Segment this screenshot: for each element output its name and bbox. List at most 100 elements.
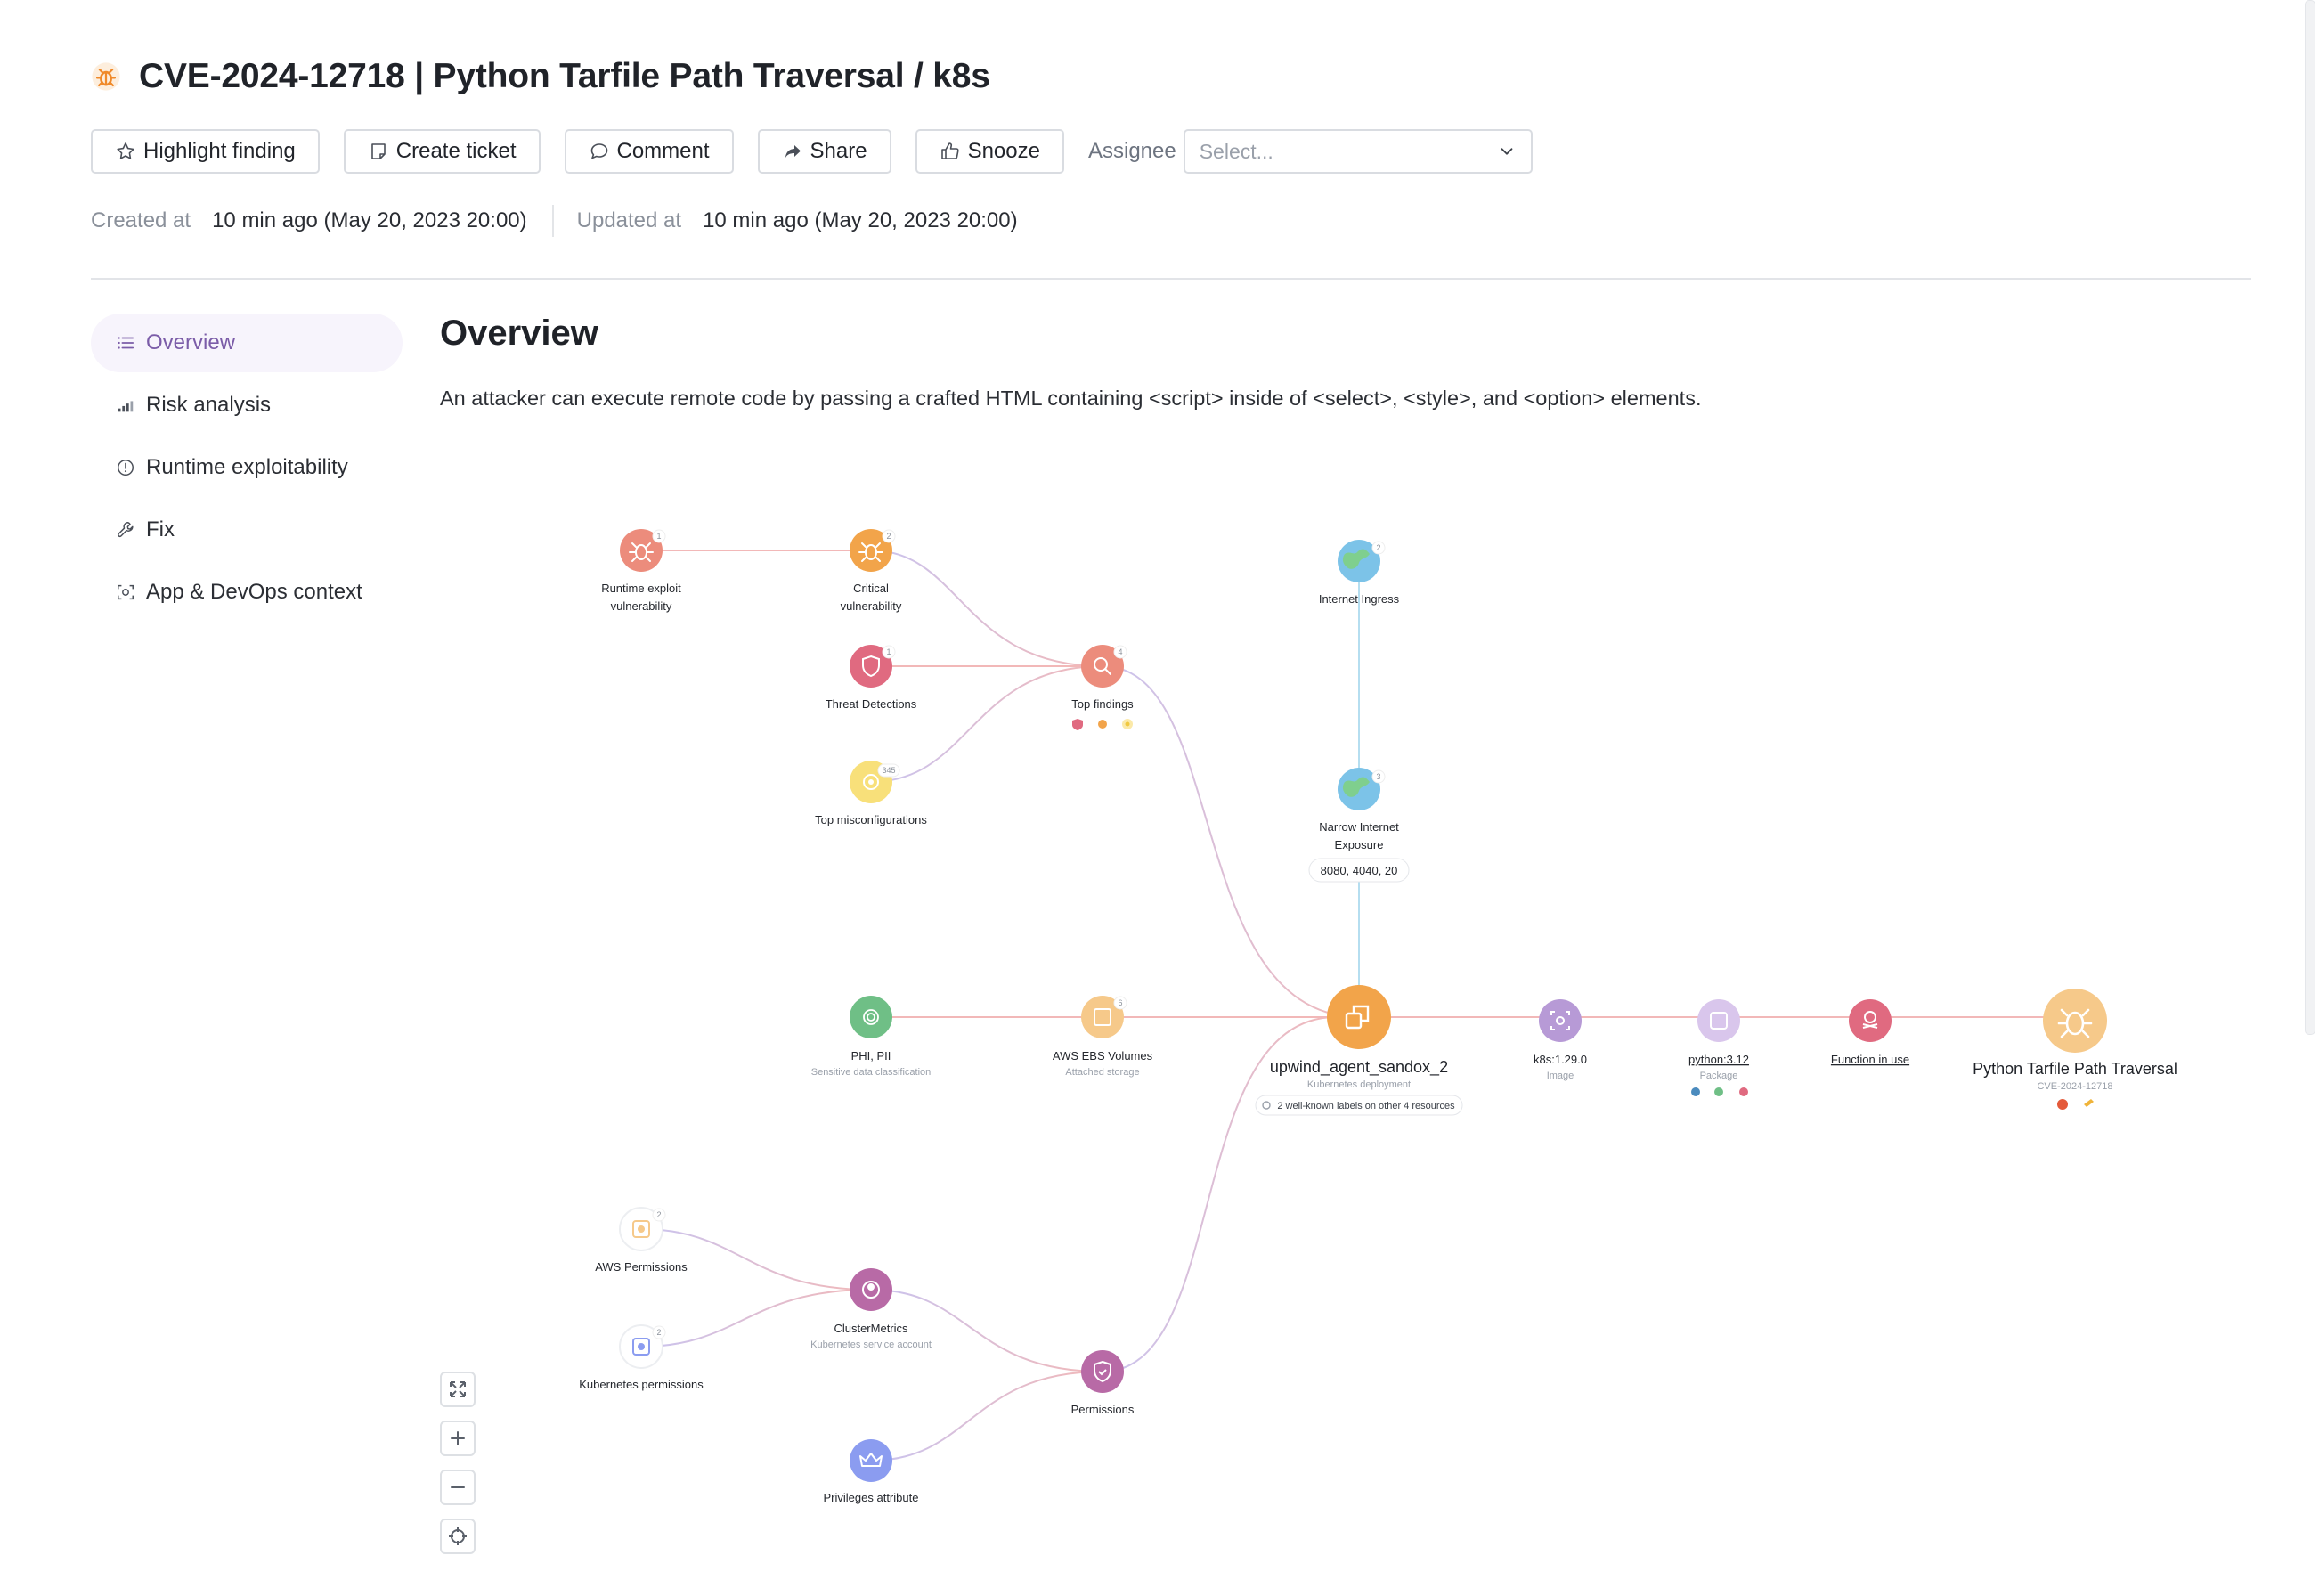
node-sublabel: Kubernetes service account: [810, 1340, 932, 1350]
edge-awsperm-cluster: [640, 1228, 872, 1291]
header-divider: [91, 278, 2251, 280]
title-row: CVE-2024-12718 | Python Tarfile Path Tra…: [91, 50, 990, 103]
nav-item-app-devops-context[interactable]: App & DevOps context: [91, 563, 403, 622]
node-internet-ingress[interactable]: 2 Internet Ingress: [1319, 540, 1400, 606]
node-sublabel: Kubernetes deployment: [1307, 1079, 1411, 1090]
node-sublabel: Attached storage: [1065, 1067, 1139, 1078]
node-sublabel: CVE-2024-12718: [2037, 1081, 2112, 1092]
nav-item-risk-analysis[interactable]: Risk analysis: [91, 376, 403, 435]
zoom-out-button[interactable]: [440, 1470, 476, 1505]
node-label: Python Tarfile Path Traversal: [1973, 1060, 2177, 1078]
fingerprint-icon: [863, 1009, 879, 1025]
plus-icon: [451, 1431, 465, 1445]
snooze-button[interactable]: Snooze: [915, 129, 1064, 174]
node-function-in-use[interactable]: Function in use: [1831, 999, 1909, 1066]
node-critical-vulnerability[interactable]: 2 Critical vulnerability: [841, 529, 902, 613]
thumbs-up-icon: [940, 142, 959, 159]
zoom-in-button[interactable]: [440, 1421, 476, 1456]
node-label-line2: Exposure: [1335, 838, 1384, 851]
bug-icon: [858, 542, 883, 562]
node-sublabel: Sensitive data classification: [811, 1067, 932, 1078]
edge-priv-perms: [870, 1371, 1103, 1462]
fit-view-icon: [450, 1381, 466, 1397]
node-cluster-metrics[interactable]: ClusterMetrics Kubernetes service accoun…: [810, 1268, 932, 1350]
assignee-placeholder: Select...: [1199, 139, 1273, 163]
crosshair-icon: [449, 1527, 467, 1545]
highlight-finding-button[interactable]: Highlight finding: [91, 129, 320, 174]
create-ticket-button[interactable]: Create ticket: [343, 129, 541, 174]
shield-check-icon: [1094, 1360, 1111, 1383]
node-label: k8s:1.29.0: [1534, 1053, 1587, 1066]
node-label: Threat Detections: [826, 697, 917, 711]
node-runtime-exploit[interactable]: 1 Runtime exploit vulnerability: [601, 529, 681, 613]
node-narrow-internet-exposure[interactable]: 3 Narrow Internet Exposure 8080, 4040, 2…: [1308, 768, 1410, 883]
ticket-icon: [370, 143, 386, 159]
signal-bars-icon: [118, 401, 134, 412]
nav-item-runtime-exploitability[interactable]: Runtime exploitability: [91, 438, 403, 497]
node-aws-ebs-volumes[interactable]: 6 AWS EBS Volumes Attached storage: [1053, 996, 1153, 1078]
python-icon: [1691, 1087, 1700, 1096]
snooze-label: Snooze: [967, 139, 1040, 163]
node-permissions[interactable]: Permissions: [1071, 1350, 1135, 1416]
shield-icon: [1072, 719, 1083, 730]
node-python-package[interactable]: python:3.12 Package: [1688, 999, 1749, 1096]
updated-value: 10 min ago (May 20, 2023 20:00): [703, 208, 1018, 232]
node-label: AWS EBS Volumes: [1053, 1049, 1153, 1063]
node-label: Internet Ingress: [1319, 592, 1400, 606]
node-sublabel: Image: [1547, 1071, 1574, 1081]
node-cve[interactable]: Python Tarfile Path Traversal CVE-2024-1…: [1973, 989, 2177, 1110]
node-badge: 2: [1376, 543, 1380, 552]
created-value: 10 min ago (May 20, 2023 20:00): [212, 208, 527, 232]
node-aws-permissions[interactable]: 2 AWS Permissions: [595, 1207, 688, 1274]
node-sublabel: Package: [1700, 1071, 1738, 1081]
node-label: Critical: [853, 582, 889, 595]
shield-icon: [862, 655, 880, 678]
meta-separator: [551, 205, 554, 237]
skull-icon: [1862, 1011, 1878, 1029]
minus-icon: [451, 1486, 465, 1488]
node-badge: 2: [656, 1328, 661, 1337]
package-icon: [1710, 1012, 1728, 1030]
node-phi-pii[interactable]: PHI, PII Sensitive data classification: [811, 996, 932, 1078]
page-scrollbar[interactable]: [2305, 0, 2315, 1035]
node-label-line2: vulnerability: [611, 599, 672, 613]
fit-view-button[interactable]: [440, 1372, 476, 1407]
gear-icon: [863, 774, 879, 790]
node-badge: 345: [882, 766, 895, 775]
edge-k8sperm-cluster: [640, 1289, 872, 1348]
toolbar: Highlight finding Create ticket Comment …: [91, 128, 1533, 175]
nav-item-overview[interactable]: Overview: [91, 314, 403, 372]
node-label: ClusterMetrics: [834, 1322, 908, 1335]
node-label: Top findings: [1071, 697, 1134, 711]
node-badge: 1: [656, 532, 661, 541]
node-threat-detections[interactable]: 1 Threat Detections: [826, 645, 917, 711]
nav-item-fix[interactable]: Fix: [91, 501, 403, 559]
recenter-button[interactable]: [440, 1519, 476, 1554]
highlight-finding-label: Highlight finding: [143, 139, 296, 163]
bug-icon: [1098, 720, 1107, 729]
node-privileges-attribute[interactable]: Privileges attribute: [824, 1439, 919, 1504]
comment-button[interactable]: Comment: [564, 129, 734, 174]
node-kubernetes-permissions[interactable]: 2 Kubernetes permissions: [579, 1324, 704, 1391]
magnifier-icon: [1094, 657, 1111, 675]
globe-icon: [1342, 549, 1370, 569]
node-top-misconfigurations[interactable]: 345 Top misconfigurations: [815, 761, 927, 826]
created-label: Created at: [91, 208, 191, 232]
meta-row: Created at 10 min ago (May 20, 2023 20:0…: [91, 203, 1018, 239]
node-label: Permissions: [1071, 1403, 1135, 1416]
node-top-findings[interactable]: 4 Top findings: [1071, 645, 1134, 730]
node-center-deployment[interactable]: upwind_agent_sandox_2 Kubernetes deploym…: [1255, 985, 1463, 1116]
node-label: Runtime exploit: [601, 582, 681, 595]
assignee-select[interactable]: Select...: [1183, 129, 1533, 174]
section-heading: Overview: [440, 314, 598, 353]
share-button[interactable]: Share: [757, 129, 891, 174]
page-title: CVE-2024-12718 | Python Tarfile Path Tra…: [139, 57, 990, 95]
node-label: upwind_agent_sandox_2: [1270, 1058, 1448, 1077]
labels-tag: 2 well-known labels on other 4 resources: [1277, 1101, 1455, 1112]
node-badge: 2: [656, 1210, 661, 1219]
node-label: Privileges attribute: [824, 1491, 919, 1504]
node-k8s-image[interactable]: k8s:1.29.0 Image: [1534, 999, 1587, 1081]
nav-item-label: Fix: [146, 517, 175, 542]
node-label: Top misconfigurations: [815, 813, 927, 826]
check-icon: [1714, 1087, 1723, 1096]
